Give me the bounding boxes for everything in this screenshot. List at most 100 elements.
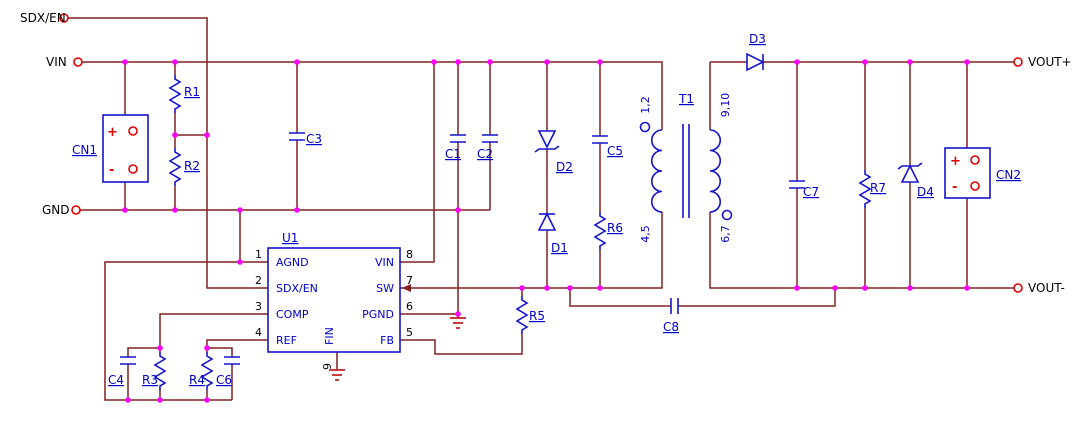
ref-r2[interactable]: R2 [184,159,200,173]
terminal-sdxen [59,13,69,23]
cn2-plus-sign: + [950,154,961,169]
resistor-r6 [593,212,607,250]
diode-d4 [897,162,923,183]
net-pgnd-wire [336,313,458,370]
resistor-r7 [858,170,872,208]
cn2-plus-pin [970,155,980,165]
label-voutplus: VOUT+ [1028,55,1072,69]
pin-name-agnd: AGND [276,256,309,269]
cn1-minus-sign: - [109,163,114,178]
ref-c1[interactable]: C1 [445,147,461,161]
pin-name-sw: SW [376,282,394,295]
component-refs: CN1 CN2 R1 R2 C3 C1 C2 D2 D1 C5 R6 R5 C8… [72,32,1021,387]
net-gnd-wire [80,140,491,318]
net-clamp-wire [546,143,601,214]
pin-number-9: 9 [321,363,334,370]
net-labels: SDX/EN VIN GND VOUT+ VOUT- [20,11,1072,295]
ref-c5[interactable]: C5 [607,144,623,158]
resistor-r5 [515,296,529,334]
pin-name-fin: FIN [323,327,336,345]
ref-r6[interactable]: R6 [607,221,623,235]
net-voutminus-wire [678,182,1014,307]
resistor-r4 [200,352,214,390]
label-vin: VIN [46,55,67,69]
pin-number-6: 6 [406,300,413,313]
t1-secondary-top-pins: 9,10 [719,93,732,118]
net-ref-wire [206,339,268,357]
ref-c4[interactable]: C4 [108,373,124,387]
resistor-r1 [168,75,182,113]
fin-ground-icon [329,369,345,381]
t1-secondary-bottom-pins: 6,7 [719,225,732,243]
ref-r4[interactable]: R4 [189,373,205,387]
ref-cn2[interactable]: CN2 [996,168,1021,182]
net-agnd-wire [104,261,268,401]
ref-d2[interactable]: D2 [556,160,573,174]
cn2-minus-sign: - [952,180,957,195]
ref-d3[interactable]: D3 [749,32,766,46]
net-voutplus-wire [763,61,1014,181]
label-voutminus: VOUT- [1028,281,1065,295]
ic-pin-text: AGND SDX/EN COMP REF VIN SW PGND FB FIN … [255,248,413,370]
ref-d4[interactable]: D4 [917,185,934,199]
core-lines [682,124,690,218]
wires [68,17,1014,401]
ref-r7[interactable]: R7 [870,181,886,195]
io-terminals [59,13,1023,293]
primary-winding [651,129,663,213]
secondary-polarity-dot-icon [721,209,733,221]
diode-d2 [534,130,560,153]
net-fb-wire [400,334,523,355]
ref-c6[interactable]: C6 [216,373,232,387]
connector-cn2-body [944,147,991,199]
net-comp-wire [127,313,268,357]
ref-r1[interactable]: R1 [184,85,200,99]
secondary-winding [709,129,721,213]
label-gnd: GND [42,203,70,217]
sw-pin-arrow-icon [402,284,411,292]
pin-number-8: 8 [406,248,413,261]
primary-polarity-dot-icon [639,121,651,133]
ic-u1-body [267,247,401,353]
pin-name-vin: VIN [375,256,394,269]
capacitor-c4 [120,356,136,365]
label-sdxen: SDX/EN [20,11,66,25]
ref-c8[interactable]: C8 [663,320,679,334]
diode-d1 [537,212,557,231]
cn1-plus-sign: + [107,125,118,140]
capacitor-c5 [592,135,608,144]
terminal-voutminus [1013,283,1023,293]
pin-name-ref: REF [276,334,297,347]
pin-number-5: 5 [406,326,413,339]
ref-r5[interactable]: R5 [529,309,545,323]
capacitor-c7 [789,180,805,189]
cn2-minus-pin [970,181,980,191]
cn1-minus-pin [128,164,138,174]
ref-u1[interactable]: U1 [282,231,298,245]
pin-name-fb: FB [380,334,394,347]
resistor-r2 [168,148,182,186]
pin-name-pgnd: PGND [362,308,394,321]
cn1-plus-pin [128,126,138,136]
ref-d1[interactable]: D1 [551,241,568,255]
pin-number-4: 4 [255,326,262,339]
capacitor-c1 [450,134,466,143]
transformer-pin-text: 1,2 4,5 9,10 6,7 [639,93,732,243]
pin-name-sdxen: SDX/EN [276,282,318,295]
ref-c2[interactable]: C2 [477,147,493,161]
junction-dots [122,59,970,403]
ref-c7[interactable]: C7 [803,185,819,199]
ref-t1[interactable]: T1 [678,92,694,106]
diode-d3 [746,52,765,72]
net-secondary-wire [709,61,747,130]
ref-c3[interactable]: C3 [306,132,322,146]
ref-cn1[interactable]: CN1 [72,143,97,157]
terminal-voutplus [1013,57,1023,67]
net-sw-wire [400,212,671,307]
components [102,52,991,390]
ref-r3[interactable]: R3 [142,373,158,387]
connector-cn1-body [102,114,149,183]
pin-name-comp: COMP [276,308,309,321]
